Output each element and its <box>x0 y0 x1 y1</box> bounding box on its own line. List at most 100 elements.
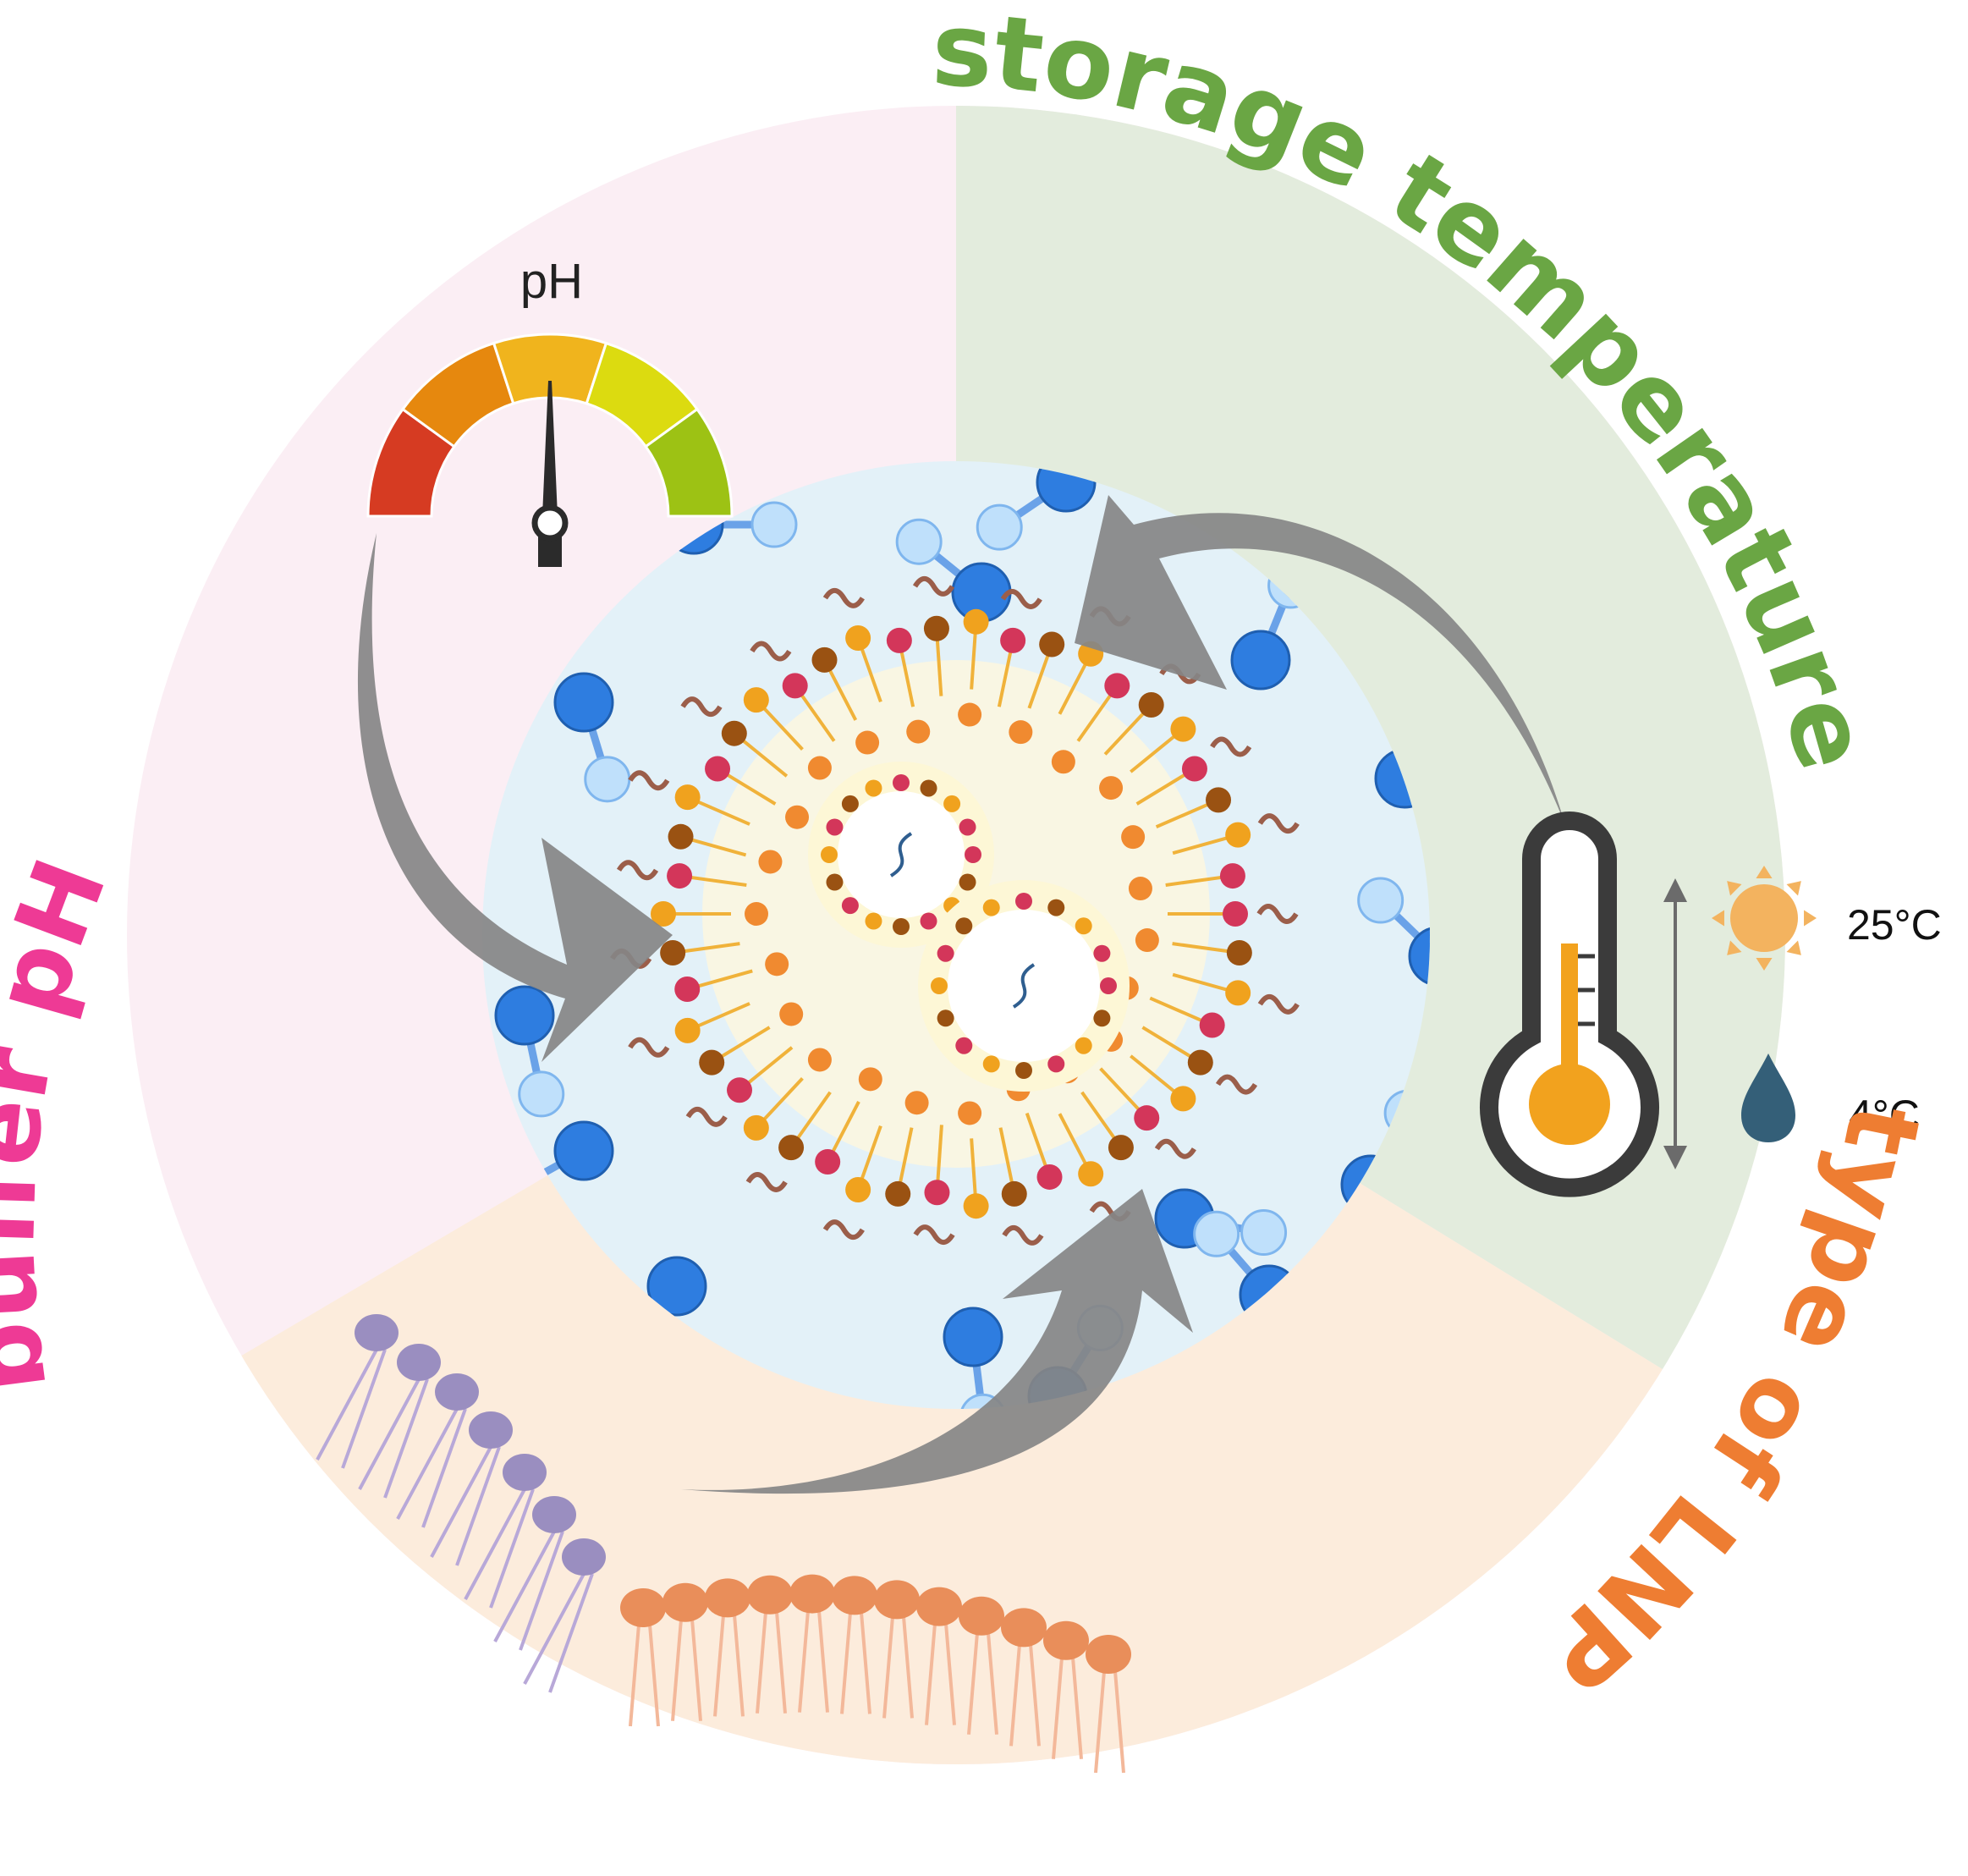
lipid-head <box>1219 863 1245 889</box>
vesicle-lipid-head <box>937 944 954 962</box>
peg-chain <box>745 1172 788 1192</box>
gauge-segment <box>644 407 734 518</box>
lipid-tail <box>925 1623 937 1725</box>
ph-influence-arrow <box>357 533 673 1062</box>
lipid-tail <box>733 1615 745 1717</box>
lipid-tail <box>840 1612 852 1714</box>
sun-ray <box>1727 940 1742 955</box>
sun-ray <box>1804 910 1817 927</box>
lipid-tail <box>648 1624 660 1727</box>
sun-ray <box>1786 940 1801 955</box>
oxygen-atom <box>943 1307 1003 1367</box>
peg-chain <box>750 641 792 662</box>
lipid-head <box>1043 1620 1089 1660</box>
peg-chain <box>1000 589 1042 609</box>
hydrogen-atom <box>1240 1208 1288 1256</box>
lipid-tail <box>430 1446 492 1558</box>
lipid-tail <box>713 1615 725 1717</box>
lipid-head <box>778 1135 805 1161</box>
lipid-head <box>651 901 676 927</box>
lipid-head <box>747 1575 793 1615</box>
lipid-head <box>845 624 871 651</box>
sun-ray <box>1727 881 1742 896</box>
vesicle-lipid-head <box>955 917 973 935</box>
hydrogen-atom <box>895 518 943 565</box>
lipid-head <box>923 615 949 641</box>
water-molecule <box>1357 877 1430 987</box>
mrna-vesicle <box>808 762 994 948</box>
lipid-head <box>705 1578 750 1618</box>
peg-chain <box>628 1037 670 1058</box>
lipid-head <box>1187 1049 1213 1076</box>
peg-chain <box>1002 1224 1044 1246</box>
lipid-tail <box>341 1349 387 1469</box>
water-molecule <box>553 672 631 803</box>
lipid-head <box>1206 787 1232 813</box>
lipid-head <box>1078 1161 1104 1187</box>
lipid-head <box>674 1017 701 1043</box>
lipid-head <box>924 1180 950 1206</box>
lipid-tail <box>464 1488 526 1600</box>
lipid-tail <box>489 1488 535 1609</box>
thermometer-bulb <box>1529 1064 1610 1145</box>
lipid-head <box>1170 1086 1196 1112</box>
sun-ray <box>1756 958 1773 971</box>
lipid-head <box>662 1582 708 1622</box>
cholesterol <box>1099 776 1124 800</box>
temperature-influence-arrow <box>1075 495 1565 825</box>
thermometer-icon <box>1480 811 1659 1197</box>
lipid-head <box>963 1193 989 1219</box>
lipid-head <box>963 608 989 635</box>
lipid-tail <box>671 1619 683 1721</box>
sun-ray <box>1786 881 1801 896</box>
cholesterol <box>1009 720 1033 745</box>
lipid-head <box>355 1314 399 1351</box>
lipid-head <box>667 863 693 889</box>
oxygen-atom <box>1408 926 1430 987</box>
lipid-head <box>562 1538 606 1576</box>
lipid-head <box>435 1373 479 1411</box>
lipid-head <box>959 1596 1004 1636</box>
peg-chain <box>1257 993 1300 1015</box>
peg-chain <box>628 770 670 791</box>
hydrogen-atom <box>1193 1210 1240 1257</box>
peg-chain <box>822 587 865 608</box>
peg-chain <box>912 575 955 597</box>
lipid-head <box>1199 1012 1225 1038</box>
peg-chain <box>685 1106 728 1127</box>
vesicle-lipid-head <box>1093 944 1111 962</box>
lipid-head <box>1001 1180 1027 1207</box>
temperature-range-arrow <box>1663 878 1687 1169</box>
vesicle-lipid-head <box>1075 1037 1092 1054</box>
cholesterol <box>758 850 783 874</box>
vesicle-lipid-head <box>937 1010 954 1027</box>
lipid-head <box>1104 673 1130 699</box>
water-molecule <box>895 518 1012 623</box>
lipid-head <box>885 1180 911 1207</box>
vesicle-lipid-head <box>1047 1055 1065 1073</box>
lipid-tail <box>1009 1644 1021 1747</box>
cholesterol <box>807 756 832 780</box>
lipid-head <box>727 1077 753 1103</box>
lipid-head <box>845 1177 871 1203</box>
lipid-head <box>1226 940 1252 966</box>
lipid-tail <box>902 1616 914 1719</box>
lipid-tail <box>383 1378 429 1499</box>
oxygen-atom <box>646 1256 707 1317</box>
lipid-head <box>886 627 912 653</box>
lipid-tail <box>548 1573 594 1693</box>
cholesterol <box>855 730 880 755</box>
cholesterol <box>1051 750 1075 774</box>
hydrogen-atom <box>1357 877 1405 924</box>
cholesterol <box>1128 877 1152 901</box>
lipid-head <box>699 1049 725 1076</box>
lipid-tail <box>1052 1657 1064 1759</box>
vesicle-lipid-head <box>982 899 1000 916</box>
cholesterol <box>807 1048 832 1072</box>
lipid-tail <box>882 1616 894 1719</box>
lipid-tail <box>775 1611 787 1714</box>
lnp-influence-arrow <box>681 1189 1193 1494</box>
vesicle-lipid-head <box>865 779 882 797</box>
lipid-head <box>1001 1608 1047 1648</box>
